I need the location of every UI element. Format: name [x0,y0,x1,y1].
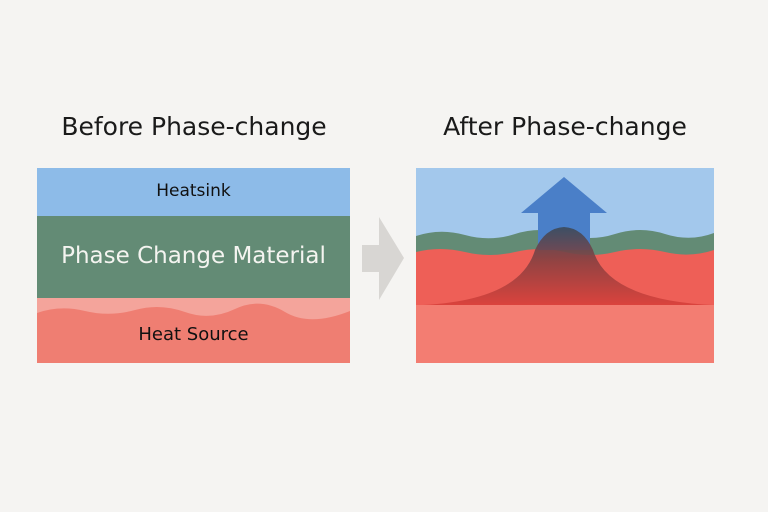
transition-arrow-icon [362,217,404,300]
pcm-label: Phase Change Material [61,243,326,269]
heat-source-after [416,305,714,363]
after-title: After Phase-change [443,112,687,141]
heatsink-layer [37,168,350,216]
before-panel [37,168,350,363]
pcm-layer [37,216,350,298]
heat-arrow-icon [521,177,607,250]
before-title: Before Phase-change [61,112,327,141]
after-panel [416,168,714,363]
heat-source-label: Heat Source [138,324,249,345]
heatsink-label: Heatsink [156,181,231,201]
heat-source-layer [37,303,350,363]
heat-plume [423,227,713,305]
